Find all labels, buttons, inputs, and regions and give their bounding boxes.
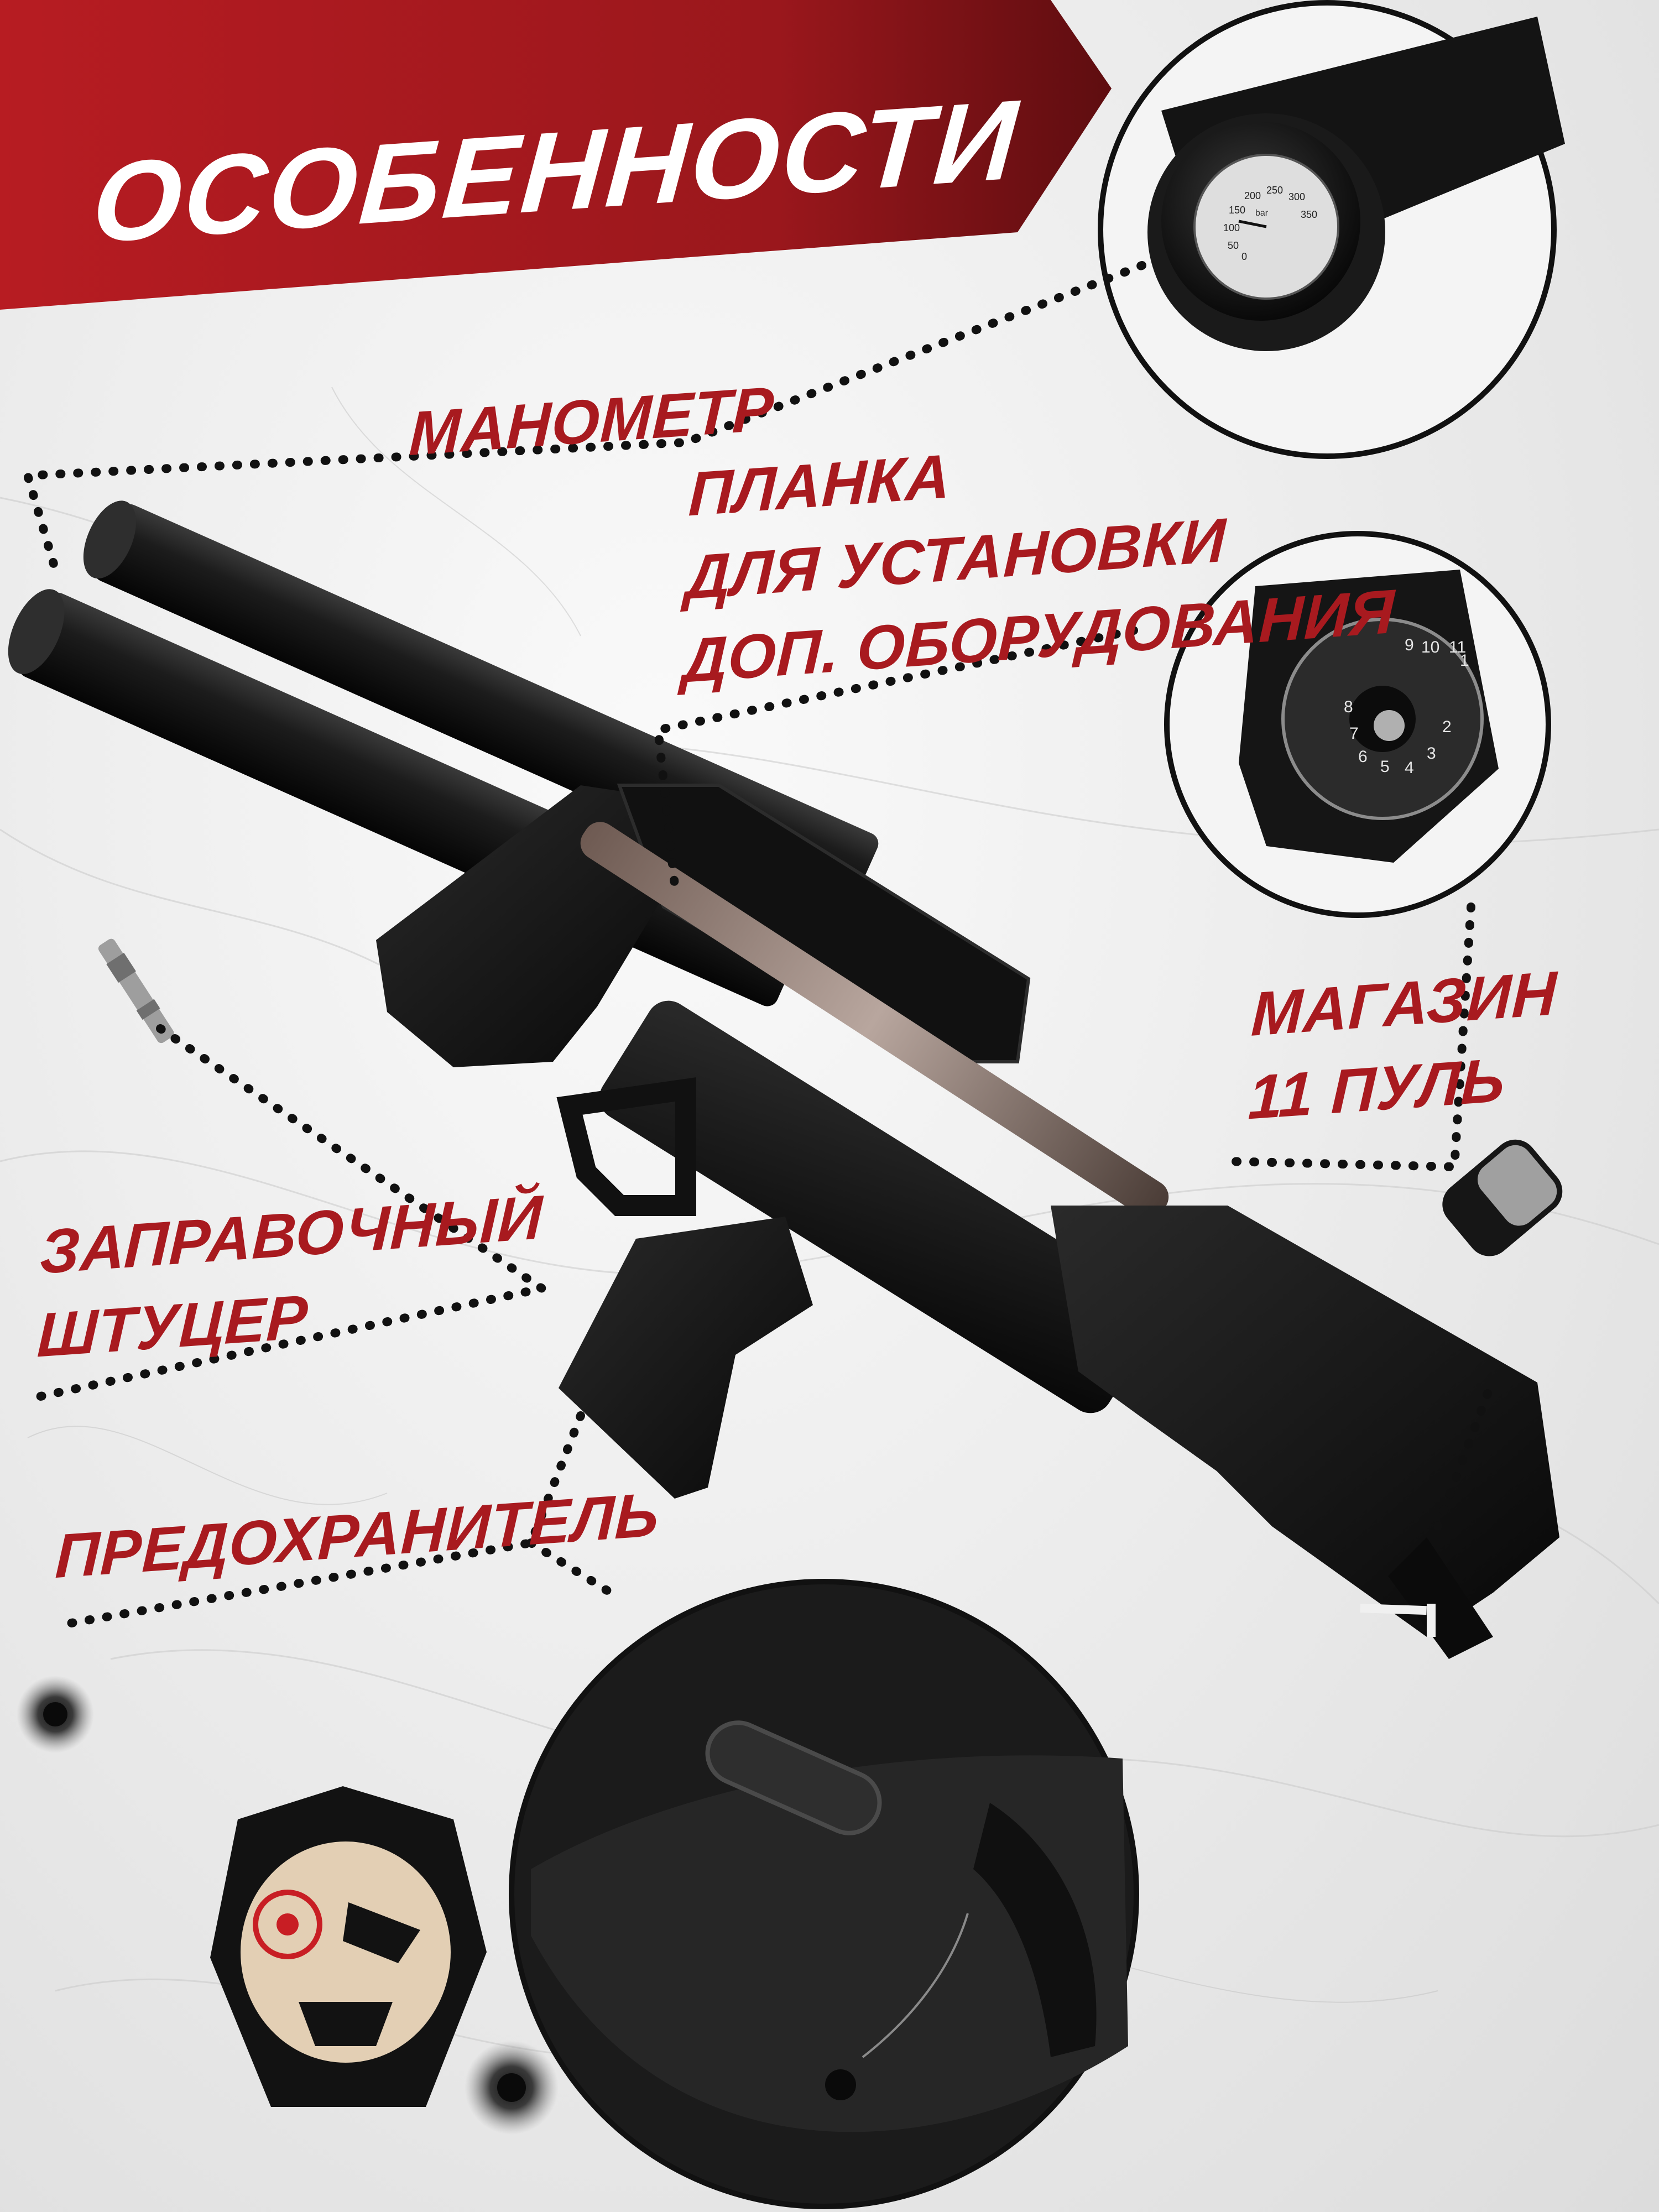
pistol-grip bbox=[559, 1217, 813, 1499]
carbon-cylinder bbox=[580, 822, 1169, 1218]
leader-safety-b bbox=[526, 1538, 624, 1603]
safety-closeup bbox=[509, 1579, 1139, 2209]
gauge-scale-350: 350 bbox=[1301, 209, 1317, 220]
mag-num-5: 5 bbox=[1380, 758, 1390, 776]
bullet-hole-icon-2 bbox=[465, 2041, 559, 2135]
magazine-closeup bbox=[1164, 531, 1551, 918]
fill-nipple-part bbox=[98, 938, 174, 1044]
gauge-scale-50: 50 bbox=[1228, 240, 1239, 251]
leader-fill-nipple bbox=[23, 1024, 553, 1404]
leader-safety bbox=[51, 1411, 585, 1630]
gauge-scale-200: 200 bbox=[1244, 190, 1261, 201]
label-fill-nipple: ЗАПРАВОЧНЫЙ ШТУЦЕР bbox=[36, 1176, 544, 1378]
mag-num-6: 6 bbox=[1358, 748, 1368, 766]
title-banner bbox=[0, 0, 1112, 310]
magazine-part bbox=[1442, 1139, 1563, 1256]
mag-num-11: 11 bbox=[1449, 638, 1466, 656]
label-rail: ПЛАНКА ДЛЯ УСТАНОВКИ ДОП. ОБОРУДОВАНИЯ bbox=[681, 403, 1402, 703]
gauge-scale-300: 300 bbox=[1288, 191, 1305, 202]
gauge-scale-250: 250 bbox=[1266, 185, 1283, 196]
gauge-closeup: bar bbox=[1098, 0, 1565, 459]
gauge-scale-100: 100 bbox=[1223, 222, 1240, 233]
bullet-hole-icon bbox=[17, 1676, 94, 1753]
leader-magazine bbox=[1223, 902, 1475, 1172]
mag-num-10: 10 bbox=[1421, 638, 1439, 656]
stock bbox=[1051, 1206, 1559, 1637]
gauge-scale-150: 150 bbox=[1229, 205, 1245, 216]
receiver bbox=[599, 1000, 1160, 1413]
gauge-scale-0: 0 bbox=[1241, 251, 1247, 262]
mag-num-2: 2 bbox=[1442, 718, 1452, 736]
mag-num-4: 4 bbox=[1405, 759, 1414, 777]
label-magazine: МАГАЗИН 11 ПУЛЬ bbox=[1247, 952, 1558, 1140]
lion-shield-logo bbox=[210, 1786, 487, 2107]
mag-num-9: 9 bbox=[1405, 636, 1414, 654]
mag-num-8: 8 bbox=[1344, 698, 1353, 716]
trigger-guard bbox=[556, 1077, 696, 1216]
mag-num-1: 1 bbox=[1460, 651, 1469, 670]
safety-button-icon bbox=[705, 1720, 882, 1835]
leader-rail bbox=[653, 626, 1138, 889]
gauge-unit-text: bar bbox=[1255, 208, 1269, 218]
leader-magazine-b bbox=[1433, 1389, 1492, 1531]
leader-gauge bbox=[22, 261, 1146, 574]
rail-frame bbox=[617, 784, 1031, 1063]
mag-num-3: 3 bbox=[1427, 744, 1436, 763]
mag-num-7: 7 bbox=[1349, 724, 1359, 743]
